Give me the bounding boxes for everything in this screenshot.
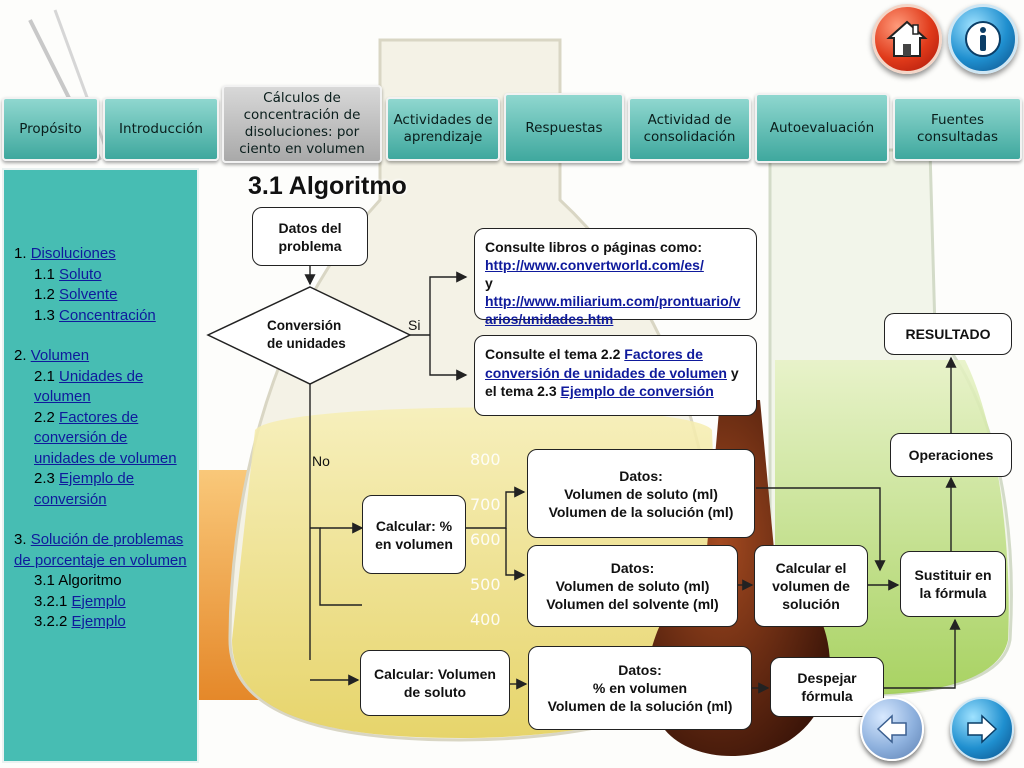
diamond-conversion-label: Conversión de unidades [267, 318, 346, 351]
box-despejar-formula: Despejar fórmula [770, 657, 884, 717]
link-soluto[interactable]: Soluto [59, 265, 102, 283]
info-button[interactable] [948, 4, 1018, 74]
box-calcular-volumen-soluto: Calcular: Volumen de soluto [360, 650, 510, 716]
info-icon [965, 21, 1001, 57]
tab-proposito[interactable]: Propósito [2, 97, 99, 161]
sidebar-item-disoluciones: 1. Disoluciones [14, 245, 116, 262]
link-ejemplo-1[interactable]: Ejemplo [71, 592, 126, 610]
box-operaciones: Operaciones [890, 433, 1012, 477]
svg-text:800: 800 [470, 450, 501, 469]
box-resultado: RESULTADO [884, 313, 1012, 355]
tab-autoevaluacion[interactable]: Autoevaluación [755, 93, 889, 163]
sidebar-item-soluto: 1.1 Soluto [34, 265, 102, 283]
sidebar-item-concentracion: 1.3 Concentración [34, 306, 156, 324]
arrow-right-icon [967, 714, 998, 744]
tab-actividad-consolidacion[interactable]: Actividad de consolidación [628, 97, 751, 161]
previous-button[interactable] [860, 697, 924, 761]
svg-text:500: 500 [470, 575, 501, 594]
link-ejemplo-2[interactable]: Ejemplo [71, 613, 126, 630]
tab-fuentes[interactable]: Fuentes consultadas [893, 97, 1022, 161]
box-consulte-paginas: Consulte libros o páginas como: http://w… [474, 228, 757, 327]
box-datos-1: Datos: Volumen de soluto (ml) Volumen de… [527, 449, 755, 538]
sidebar-item-ejemplo-2: 3.2.2 Ejemplo [34, 613, 126, 630]
next-button[interactable] [950, 697, 1014, 761]
box-datos-problema: Datos del problema [252, 207, 368, 266]
link-volumen[interactable]: Volumen [30, 347, 90, 364]
link-convertworld[interactable]: http://www.convertworld.com/es/ [485, 257, 704, 273]
sidebar-item-algoritmo: 3.1 Algoritmo [34, 572, 122, 589]
link-factores-conversion-diagram[interactable]: Factores de conversión de unidades de vo… [485, 346, 727, 381]
sidebar-item-volumen: 2. Volumen [14, 347, 90, 364]
link-factores-conversion[interactable]: Factores de conversión de unidades de vo… [34, 408, 177, 467]
home-button[interactable] [872, 4, 942, 74]
page-title: 3.1 Algoritmo [248, 172, 407, 200]
box-calcular-volumen-solucion: Calcular el volumen de solución [754, 545, 868, 627]
home-icon [886, 20, 928, 57]
box-consulte-tema: Consulte el tema 2.2 Factores de convers… [474, 335, 757, 416]
svg-text:700: 700 [470, 495, 501, 514]
label-si: Si [408, 317, 421, 333]
sidebar-item-solucion-problemas: 3. Solución de problemas de porcentaje e… [14, 531, 187, 569]
tab-calculos[interactable]: Cálculos de concentración de disolucione… [222, 85, 382, 163]
link-ejemplo-conversion-diagram[interactable]: Ejemplo de conversión [560, 383, 714, 399]
sidebar-item-unidades-volumen: 2.1 Unidades de volumen [34, 367, 144, 406]
svg-text:600: 600 [470, 530, 501, 549]
sidebar-item-ejemplo-1: 3.2.1 Ejemplo [34, 592, 126, 610]
arrow-left-icon [876, 714, 907, 744]
label-no: No [312, 453, 330, 469]
link-disoluciones[interactable]: Disoluciones [30, 245, 116, 262]
link-miliarium[interactable]: http://www.miliarium.com/prontuario/vari… [485, 293, 741, 327]
box-calcular-porcentaje: Calcular: % en volumen [362, 495, 466, 574]
tab-respuestas[interactable]: Respuestas [504, 93, 624, 163]
sidebar-item-solvente: 1.2 Solvente [34, 286, 118, 303]
link-solvente[interactable]: Solvente [59, 286, 118, 303]
box-datos-3: Datos: % en volumen Volumen de la soluci… [528, 646, 752, 730]
sidebar-index: 1. Disoluciones 1.1 Soluto 1.2 Solvente … [2, 168, 199, 763]
tab-introduccion[interactable]: Introducción [103, 97, 219, 161]
sidebar-item-ejemplo-conversion: 2.3 Ejemplo de conversión [34, 470, 135, 508]
box-datos-2: Datos: Volumen de soluto (ml) Volumen de… [527, 545, 738, 627]
sidebar-item-factores-conversion: 2.2 Factores de conversión de unidades d… [34, 408, 177, 467]
tab-actividades[interactable]: Actividades de aprendizaje [386, 97, 500, 161]
link-ejemplo-conversion[interactable]: Ejemplo de conversión [34, 470, 135, 508]
svg-text:400: 400 [470, 610, 501, 629]
box-sustituir-formula: Sustituir en la fórmula [900, 551, 1006, 617]
link-concentracion[interactable]: Concentración [59, 306, 156, 324]
link-solucion-problemas[interactable]: Solución de problemas de porcentaje en v… [14, 531, 187, 569]
link-unidades-volumen[interactable]: Unidades de volumen [34, 367, 144, 406]
